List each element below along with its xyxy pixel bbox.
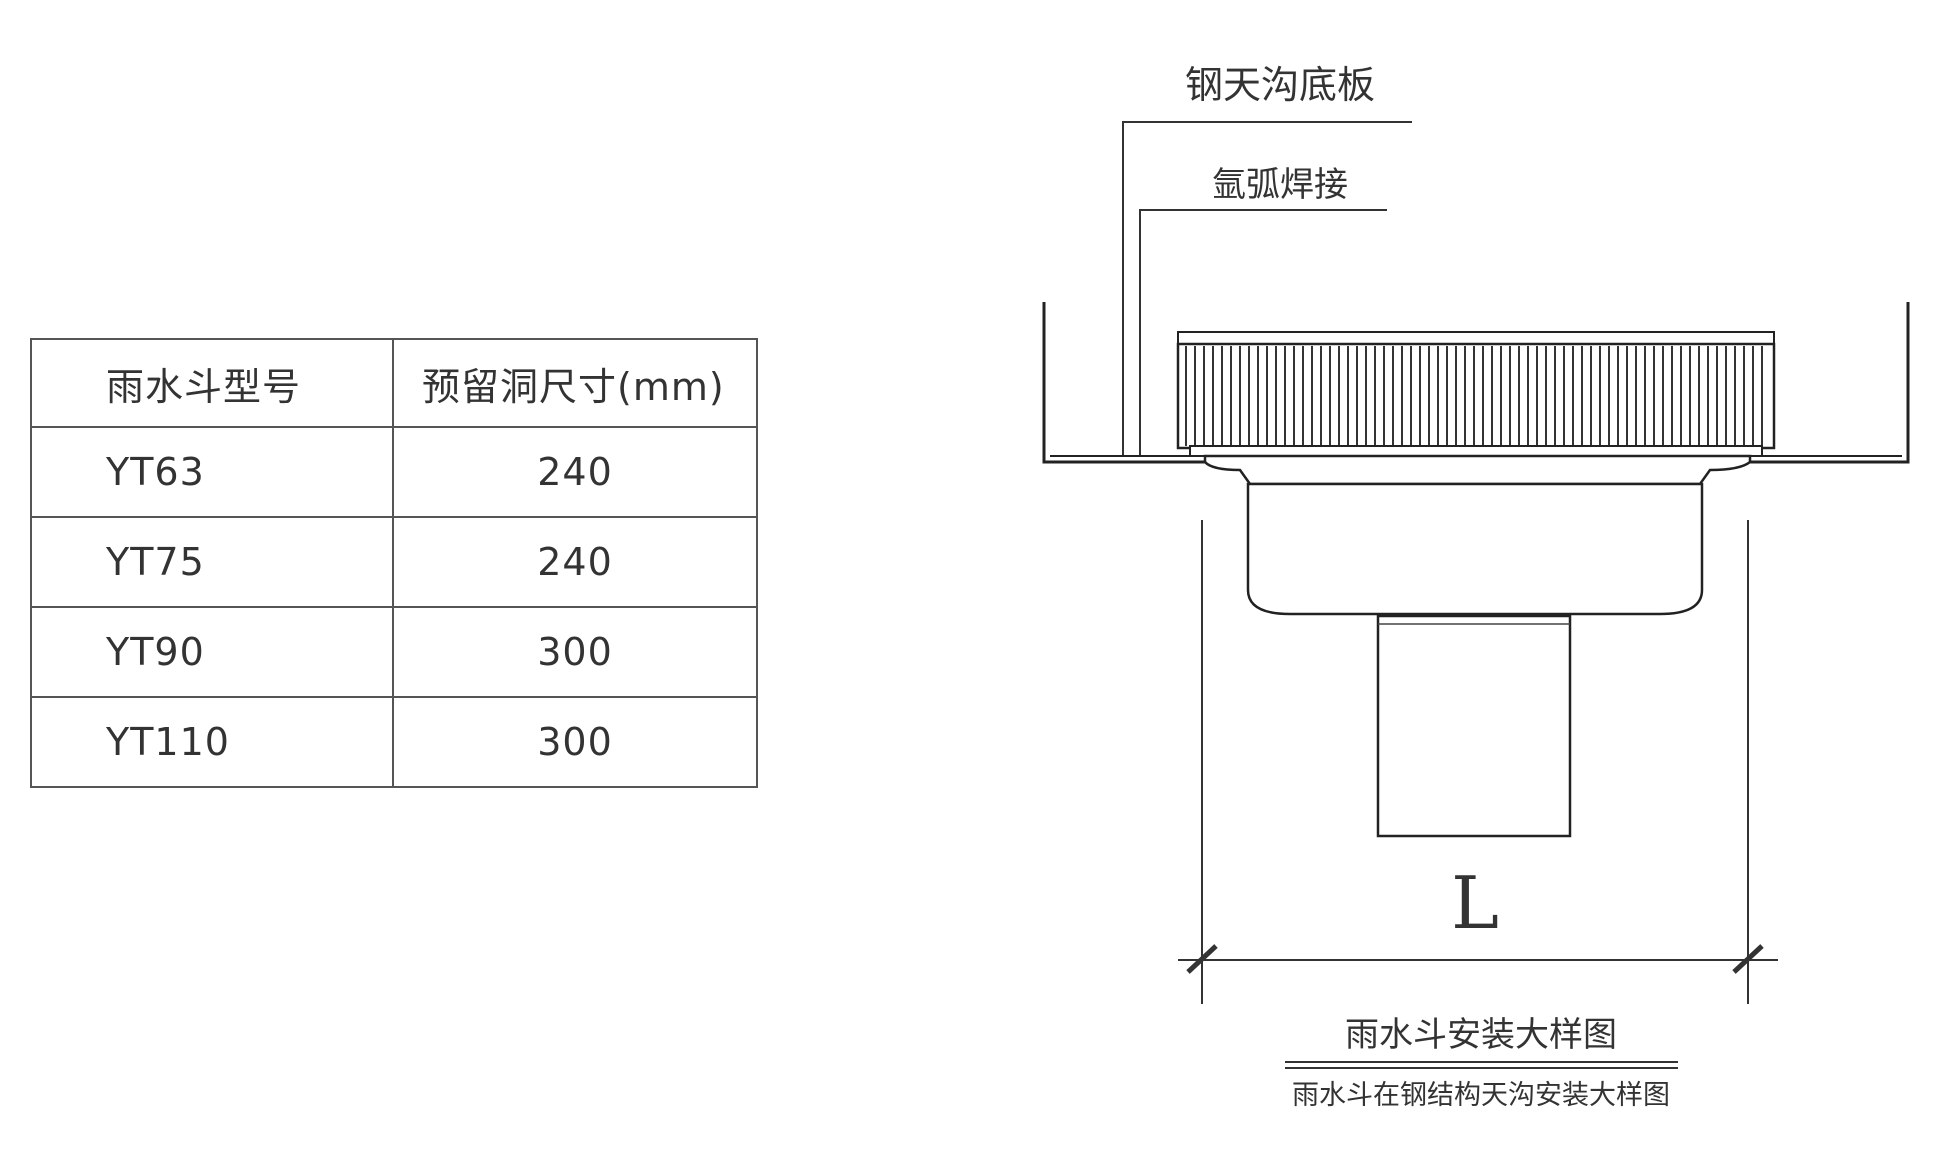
dimension-label: L [1451,861,1499,945]
grate-bars [1185,346,1763,446]
header-hole-size: 预留洞尺寸(mm) [392,338,758,428]
header-model: 雨水斗型号 [30,338,394,428]
cell-model: YT63 [30,426,394,518]
table-row: YT63 240 [30,426,758,518]
outlet-pipe [1376,614,1572,838]
cell-model: YT110 [30,696,394,788]
cell-hole-size: 300 [392,606,758,698]
callout-argon-arc-weld: 氩弧焊接 [1212,165,1348,205]
strainer-grate [1176,331,1776,457]
title-underline [1285,1061,1678,1069]
drawing-subtitle: 雨水斗在钢结构天沟安装大样图 [1292,1080,1670,1111]
callout-gutter-bottom-plate: 钢天沟底板 [1185,63,1375,107]
cell-model: YT90 [30,606,394,698]
steel-gutter [1042,302,1910,464]
table-header-row: 雨水斗型号 预留洞尺寸(mm) [30,338,758,428]
dimension-l [1178,520,1778,1004]
hopper-body [1246,482,1704,616]
callout-leaders [1122,121,1412,455]
spec-table: 雨水斗型号 预留洞尺寸(mm) YT63 240 YT75 240 YT90 3… [30,338,758,788]
cell-hole-size: 300 [392,696,758,788]
drawing-title: 雨水斗安装大样图 [1345,1015,1617,1055]
table-row: YT110 300 [30,696,758,788]
hopper-flange [1203,454,1752,486]
cell-hole-size: 240 [392,426,758,518]
cell-hole-size: 240 [392,516,758,608]
table-row: YT75 240 [30,516,758,608]
table-row: YT90 300 [30,606,758,698]
cell-model: YT75 [30,516,394,608]
